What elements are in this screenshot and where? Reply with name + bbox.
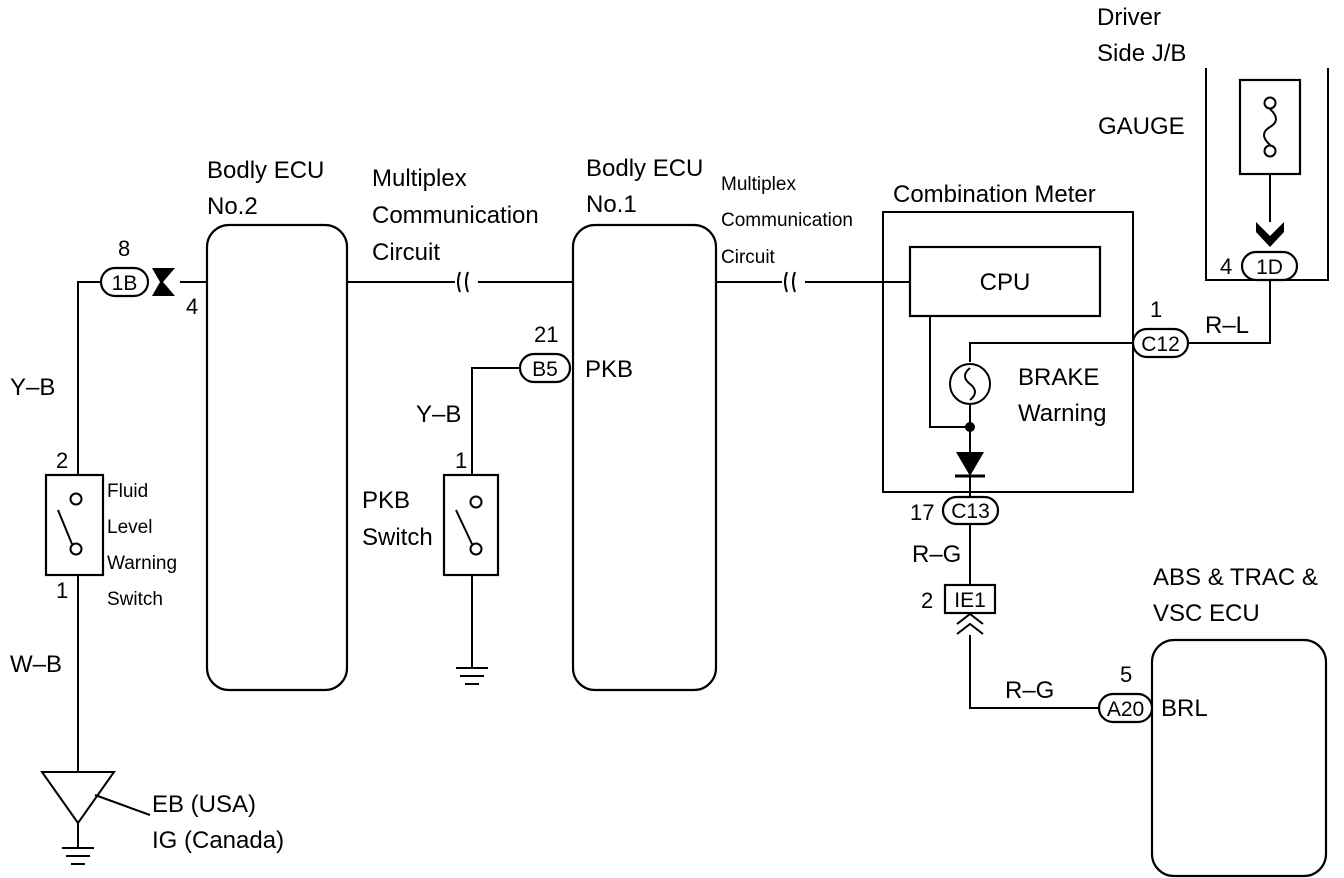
bulb-filament [964, 367, 976, 401]
fluid-switch-contact-bottom [69, 542, 83, 556]
connector-1d-arrow-icon [1256, 222, 1284, 247]
connector-1b-label: 1B [112, 272, 138, 295]
body-ecu-no2-box [205, 223, 349, 692]
connector-c12 [1131, 327, 1190, 359]
ground-symbol-left-icon [62, 823, 94, 865]
multiplex-1-label-1: Multiplex [372, 165, 467, 192]
brl-label: BRL [1161, 695, 1208, 722]
connector-ie1-chevron-icon [956, 612, 984, 635]
pkb-switch-label-2: Switch [362, 524, 433, 551]
fluid-switch-label-4: Switch [107, 589, 163, 610]
ground-label-1: EB (USA) [152, 791, 256, 818]
connector-a20-label: A20 [1107, 698, 1144, 721]
body-ecu-no1-label-2: No.1 [586, 191, 637, 218]
connector-a20 [1097, 692, 1154, 724]
wire-rl [1188, 280, 1271, 344]
ground-label-2: IG (Canada) [152, 827, 284, 854]
pin-pkb-top: 1 [455, 448, 467, 473]
cpu-label: CPU [980, 269, 1031, 296]
pin-c13: 17 [910, 500, 934, 525]
abs-trac-vsc-ecu-box [1150, 638, 1328, 878]
pin-fluid-top: 2 [56, 448, 68, 473]
connector-b5-label: B5 [532, 358, 558, 381]
fluid-level-switch-box [44, 473, 105, 577]
pkb-switch-box [442, 473, 500, 577]
fluid-switch-label-3: Warning [107, 553, 177, 574]
combination-meter-label: Combination Meter [893, 181, 1096, 208]
fuse-contact-bottom [1263, 144, 1277, 158]
wire-label-rg-lower: R–G [1005, 677, 1054, 704]
brake-warning-label-1: BRAKE [1018, 364, 1099, 391]
pin-c12: 1 [1150, 297, 1162, 322]
fluid-switch-label-2: Level [107, 517, 152, 538]
connector-ie1 [943, 583, 997, 615]
connector-ie1-label: IE1 [954, 589, 986, 612]
pin-fluid-bottom: 1 [56, 578, 68, 603]
multiplex-2-label-1: Multiplex [721, 174, 796, 195]
connector-b5 [518, 352, 572, 384]
connector-c12-label: C12 [1141, 333, 1180, 356]
fluid-switch-label-1: Fluid [107, 481, 148, 502]
cpu-box [908, 245, 1102, 318]
jb-label-2: Side J/B [1097, 40, 1186, 67]
ground-leader-line [94, 794, 151, 816]
pin-1b-top: 8 [118, 236, 130, 261]
connector-1b [99, 266, 150, 298]
multiplex-1-label-3: Circuit [372, 239, 440, 266]
fluid-switch-blade [57, 509, 73, 545]
wire-cpu-down [929, 316, 970, 428]
multiplex-2-label-3: Circuit [721, 247, 776, 268]
pin-b5: 21 [534, 322, 558, 347]
pkb-switch-contact-bottom [469, 542, 483, 556]
wire-yb-pkb [471, 367, 520, 475]
junction-dot [965, 422, 975, 432]
abs-ecu-label-1: ABS & TRAC & [1153, 564, 1318, 591]
wire-label-rl: R–L [1205, 312, 1249, 339]
pkb-switch-blade [455, 509, 473, 545]
wire-bulb-feed [969, 342, 1133, 362]
multiplex-2-label-2: Communication [721, 210, 853, 231]
wires [77, 157, 1271, 772]
pin-ie1: 2 [921, 588, 933, 613]
body-ecu-no2-label-2: No.2 [207, 193, 258, 220]
wire-label-yb-left: Y–B [10, 374, 55, 401]
ground-symbol-pkb-icon [456, 667, 488, 685]
connector-c13 [941, 495, 1000, 526]
body-ecu-no1-box [571, 223, 718, 692]
pin-1b-side: 4 [186, 294, 198, 319]
pin-a20: 5 [1120, 662, 1132, 687]
pkb-terminal-label: PKB [585, 356, 633, 383]
fuse-contact-top [1263, 96, 1277, 110]
pkb-switch-contact-top [469, 495, 483, 509]
connector-c13-label: C13 [951, 500, 990, 523]
combination-meter-box [882, 211, 1134, 493]
wire-yb-left [77, 281, 101, 475]
wire-break-mark-2 [784, 271, 796, 293]
wire-label-yb-pkb: Y–B [416, 401, 461, 428]
wire-label-rg-upper: R–G [912, 541, 961, 568]
jb-label-1: Driver [1097, 4, 1161, 31]
fuse-element-icon [1263, 108, 1277, 146]
wire-rg-lower [969, 635, 1099, 709]
multiplex-1-label-2: Communication [372, 202, 539, 229]
abs-ecu-label-2: VSC ECU [1153, 600, 1260, 627]
diode-icon [956, 452, 984, 476]
connector-1d-label: 1D [1256, 256, 1283, 279]
body-ecu-no2-label-1: Bodly ECU [207, 157, 324, 184]
wire-break-mark-1 [457, 271, 469, 293]
ground-triangle-icon [40, 771, 116, 825]
wire-label-wb-left: W–B [10, 651, 62, 678]
connector-1b-arrow-icon [152, 268, 175, 296]
fluid-switch-contact-top [69, 492, 83, 506]
gauge-label: GAUGE [1098, 113, 1185, 140]
brake-warning-label-2: Warning [1018, 400, 1106, 427]
pkb-switch-label-1: PKB [362, 487, 410, 514]
connector-1d [1240, 250, 1299, 282]
body-ecu-no1-label-1: Bodly ECU [586, 155, 703, 182]
pin-1d: 4 [1220, 254, 1232, 279]
